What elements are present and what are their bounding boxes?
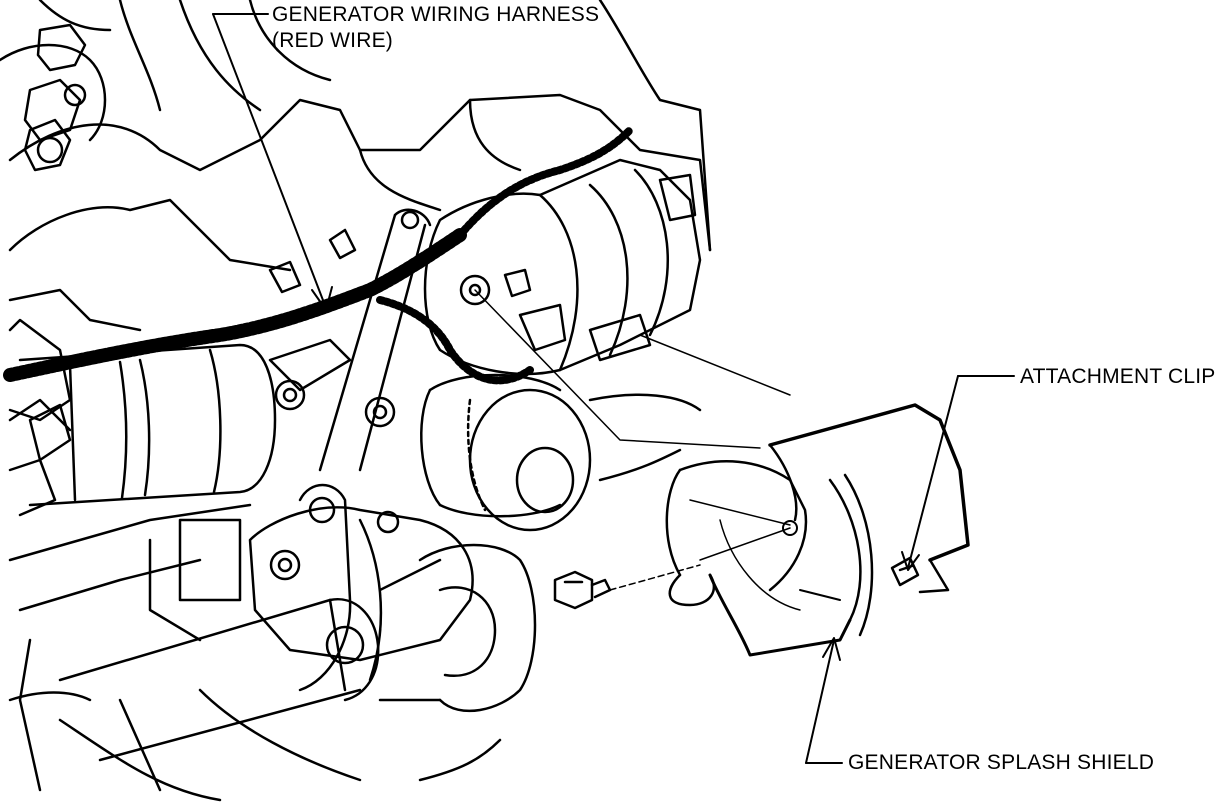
harness-leader [212,13,327,309]
mount-struts [268,208,432,472]
clip-leader [907,375,959,569]
exploded-view-leaders [474,289,791,561]
generator-body [423,158,702,376]
splash-shield [665,403,970,657]
harness-callout-line2: (RED WIRE) [272,29,393,52]
attachment-clip [890,556,950,594]
engine-block [0,0,712,802]
splash-shield-callout: GENERATOR SPLASH SHIELD [848,751,1155,774]
lower-shaft [8,543,537,762]
shield-leader [805,639,835,764]
callout-leaders [212,13,1015,764]
oil-filter [420,373,702,532]
starter-cylinder [8,343,277,517]
shield-bolt [553,564,701,610]
harness-arrowhead [311,286,333,311]
harness-callout: GENERATOR WIRING HARNESS (RED WIRE) [272,2,599,54]
attachment-clip-callout: ATTACHMENT CLIP [1020,365,1216,388]
clip-arrowhead [901,551,920,571]
shield-arrowhead [822,637,841,661]
lower-mount-bracket [248,483,474,692]
wiring-harness [3,126,634,385]
harness-callout-line1: GENERATOR WIRING HARNESS [272,3,600,26]
